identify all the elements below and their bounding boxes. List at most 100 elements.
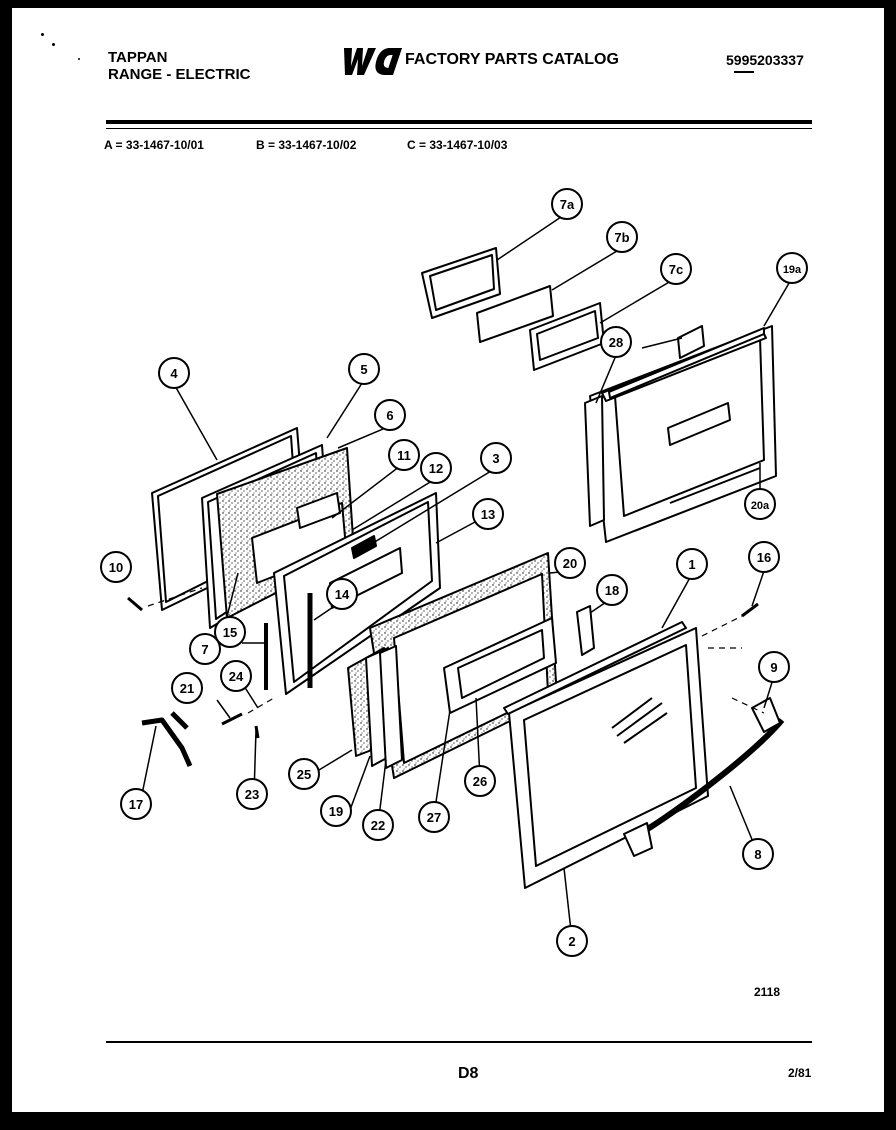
screw-21	[221, 712, 243, 726]
callout-circle	[420, 452, 452, 484]
part-27-window-frame	[443, 617, 557, 714]
callout-label: 26	[473, 774, 487, 789]
callout-label: 3	[492, 451, 499, 466]
callout-label: 24	[229, 669, 244, 684]
screw-10	[127, 596, 143, 612]
callout-label: 7a	[560, 197, 575, 212]
callout-label: 11	[397, 448, 411, 463]
part-22-gasket	[379, 645, 403, 769]
callout-circle	[362, 809, 394, 841]
callout-9: 9	[758, 651, 790, 683]
callout-8: 8	[742, 838, 774, 870]
callout-label: 7c	[669, 262, 683, 277]
callout-25: 25	[288, 758, 320, 790]
callout-label: 13	[481, 507, 495, 522]
part-8-handle	[623, 697, 785, 857]
callout-circle	[158, 357, 190, 389]
callout-13: 13	[472, 498, 504, 530]
callout-22: 22	[362, 809, 394, 841]
part-1-door-trim	[503, 621, 687, 715]
callout-10: 10	[100, 551, 132, 583]
callout-19: 19	[320, 795, 352, 827]
callout-circle	[214, 616, 246, 648]
callout-label: 5	[360, 362, 367, 377]
part-2-outer-door	[508, 627, 709, 889]
callout-label: 15	[223, 625, 237, 640]
diagram-reference-number: 2118	[754, 985, 781, 999]
wci-logo	[344, 48, 402, 75]
callout-circle	[288, 758, 320, 790]
catalog-title: FACTORY PARTS CATALOG	[405, 51, 619, 68]
part-7a-gasket-frame	[421, 247, 501, 319]
callout-label: 18	[605, 583, 619, 598]
callout-3: 3	[480, 442, 512, 474]
callout-circle	[676, 548, 708, 580]
part-17-bracket	[141, 711, 193, 768]
callout-label: 6	[386, 408, 393, 423]
callout-19a: 19a	[776, 252, 808, 284]
callout-label: 7	[201, 642, 208, 657]
callout-14: 14	[326, 578, 358, 610]
callout-label: 12	[429, 461, 443, 476]
page-date: 2/81	[788, 1066, 812, 1080]
callout-7: 7	[189, 633, 221, 665]
footer-rule	[106, 1041, 812, 1043]
callout-circle	[320, 795, 352, 827]
callout-circle	[326, 578, 358, 610]
speck	[78, 58, 80, 60]
callout-label: 25	[297, 767, 311, 782]
callout-circle	[388, 439, 420, 471]
callout-label: 20a	[751, 500, 770, 512]
callout-circle	[596, 574, 628, 606]
callout-circle	[100, 551, 132, 583]
callout-circle	[554, 547, 586, 579]
part-28-gasket	[584, 325, 705, 527]
callout-circle	[374, 399, 406, 431]
speck	[52, 43, 55, 46]
callout-label: 28	[609, 335, 623, 350]
header-rule-thick	[106, 120, 812, 124]
model-b-label: B = 33-1467-10/02	[256, 138, 357, 152]
callout-circle	[472, 498, 504, 530]
callout-7b: 7b	[606, 221, 638, 253]
callout-circle	[758, 651, 790, 683]
callout-circle	[600, 326, 632, 358]
callout-circle	[660, 253, 692, 285]
callout-label: 19a	[783, 264, 802, 276]
callout-11: 11	[388, 439, 420, 471]
callout-21: 21	[171, 672, 203, 704]
callout-20a: 20a	[744, 488, 776, 520]
part-19a-liner	[601, 327, 767, 402]
callout-27: 27	[418, 801, 450, 833]
callout-circle	[480, 442, 512, 474]
callout-label: 9	[770, 660, 777, 675]
callout-label: 19	[329, 804, 343, 819]
callout-circle	[464, 765, 496, 797]
catalog-number: 5995203337	[726, 52, 804, 68]
callout-28: 28	[600, 326, 632, 358]
callout-label: 14	[335, 587, 350, 602]
callout-circle	[551, 188, 583, 220]
part-18-bracket	[576, 605, 595, 656]
callout-label: 21	[180, 681, 194, 696]
callout-label: 7b	[614, 230, 629, 245]
callout-circle	[189, 633, 221, 665]
callout-18: 18	[596, 574, 628, 606]
callout-1: 1	[676, 548, 708, 580]
callout-label: 4	[170, 366, 178, 381]
callout-26: 26	[464, 765, 496, 797]
callout-circle	[742, 838, 774, 870]
callout-20: 20	[554, 547, 586, 579]
callout-label: 8	[754, 847, 761, 862]
part-7b-insulation-strip	[476, 285, 554, 343]
callout-circle	[220, 660, 252, 692]
callout-circle	[744, 488, 776, 520]
page-code: D8	[458, 1065, 479, 1082]
callout-5: 5	[348, 353, 380, 385]
callout-circle	[776, 252, 808, 284]
callout-circle	[171, 672, 203, 704]
callout-7a: 7a	[551, 188, 583, 220]
callout-23: 23	[236, 778, 268, 810]
callout-6: 6	[374, 399, 406, 431]
